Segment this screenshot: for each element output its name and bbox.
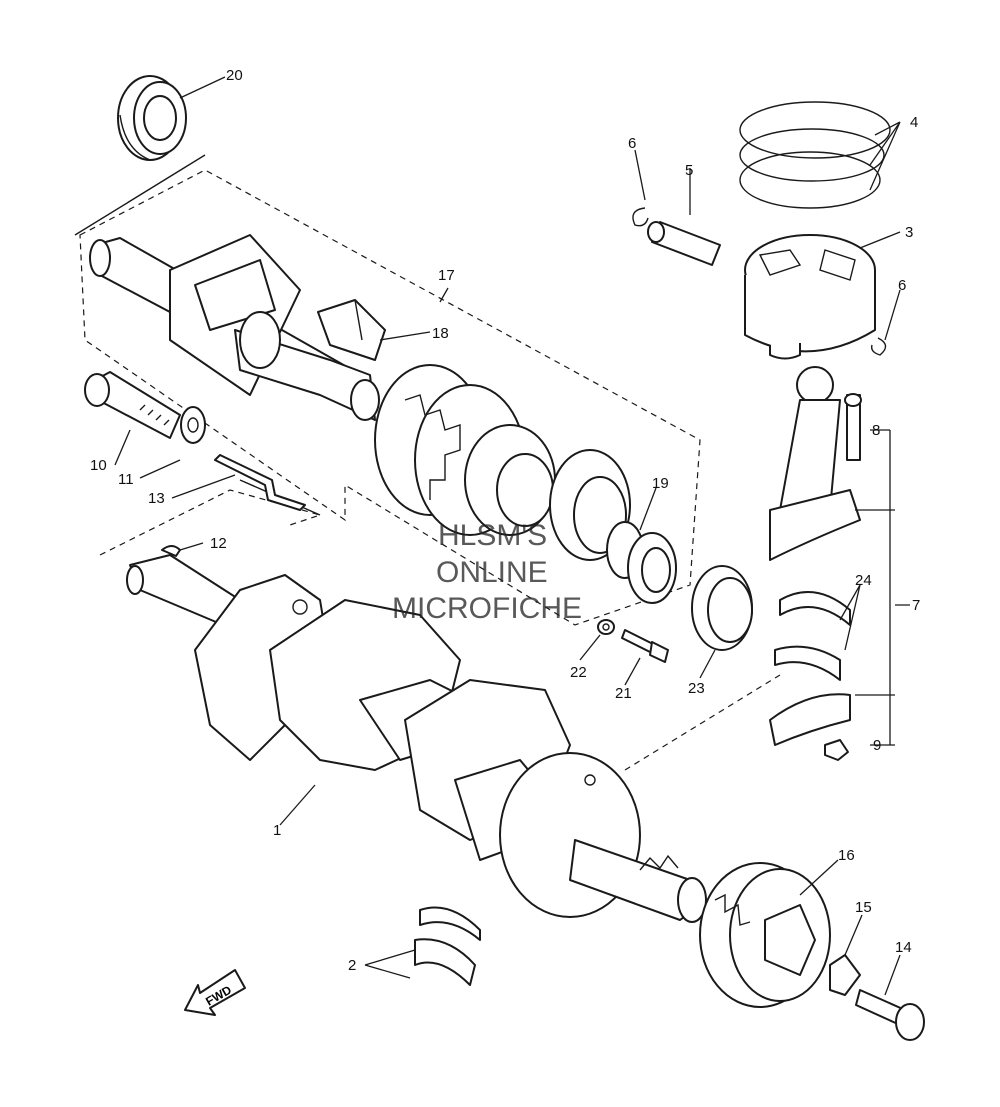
callout-19: 19 [652, 475, 669, 492]
callout-numbers: 1 2 3 4 5 6 6 7 8 9 10 11 12 13 14 15 16… [90, 67, 920, 974]
part-clip-6b [870, 337, 887, 356]
part-bolt-8 [844, 393, 862, 461]
center-lines [624, 674, 781, 771]
callout-6b: 6 [898, 277, 906, 294]
callout-7: 7 [912, 597, 920, 614]
part-oil-seal-23 [691, 565, 753, 651]
part-connecting-rod-7 [769, 366, 861, 561]
part-plate-13 [214, 454, 306, 511]
part-bolt-21 [621, 629, 669, 663]
callout-3: 3 [905, 224, 913, 241]
part-piston-rings-4 [739, 101, 891, 209]
part-nut-9 [824, 739, 849, 761]
part-washer-15 [829, 954, 861, 996]
watermark-line-1: HLSM'S [438, 519, 547, 552]
part-washer-11 [180, 406, 206, 444]
callout-17: 17 [438, 267, 455, 284]
callout-2: 2 [348, 957, 356, 974]
callout-21: 21 [615, 685, 632, 702]
callout-11: 11 [118, 471, 134, 488]
part-rod-cap [769, 693, 851, 746]
part-crankshaft-1 [126, 554, 707, 923]
watermark-line-2: ONLINE [436, 556, 548, 589]
part-balancer-shaft-17 [89, 234, 380, 421]
part-piston-3 [744, 234, 876, 360]
callout-12: 12 [210, 535, 227, 552]
part-gear-16 [699, 862, 831, 1008]
callout-24: 24 [855, 572, 872, 589]
callout-20: 20 [226, 67, 243, 84]
callout-14: 14 [895, 939, 912, 956]
watermark-line-3: MICROFICHE [392, 592, 582, 625]
callout-18: 18 [432, 325, 449, 342]
callout-15: 15 [855, 899, 872, 916]
callout-23: 23 [688, 680, 705, 697]
callout-5: 5 [685, 162, 693, 179]
callout-4: 4 [910, 114, 918, 131]
part-bearing-2 [414, 906, 481, 986]
part-bolt-14 [855, 989, 925, 1041]
part-weight-18 [317, 299, 386, 361]
assembly-outline-17 [74, 154, 701, 626]
callout-1: 1 [273, 822, 281, 839]
callout-16: 16 [838, 847, 855, 864]
part-bolt-10 [84, 371, 181, 439]
part-washer-22 [597, 619, 615, 635]
watermark: HLSM'S ONLINE MICROFICHE [392, 519, 582, 625]
part-bearings-24 [774, 591, 851, 681]
part-piston-pin-5 [647, 221, 721, 266]
part-clip-6a [632, 207, 649, 227]
callout-9: 9 [873, 737, 881, 754]
part-bearing-20 [117, 75, 187, 161]
callout-10: 10 [90, 457, 107, 474]
callout-8: 8 [872, 422, 880, 439]
part-ring-19 [606, 521, 677, 604]
callout-leaders [114, 76, 910, 996]
forward-arrow-icon: FWD [184, 969, 246, 1016]
callout-6a: 6 [628, 135, 636, 152]
callout-22: 22 [570, 664, 587, 681]
callout-13: 13 [148, 490, 165, 507]
